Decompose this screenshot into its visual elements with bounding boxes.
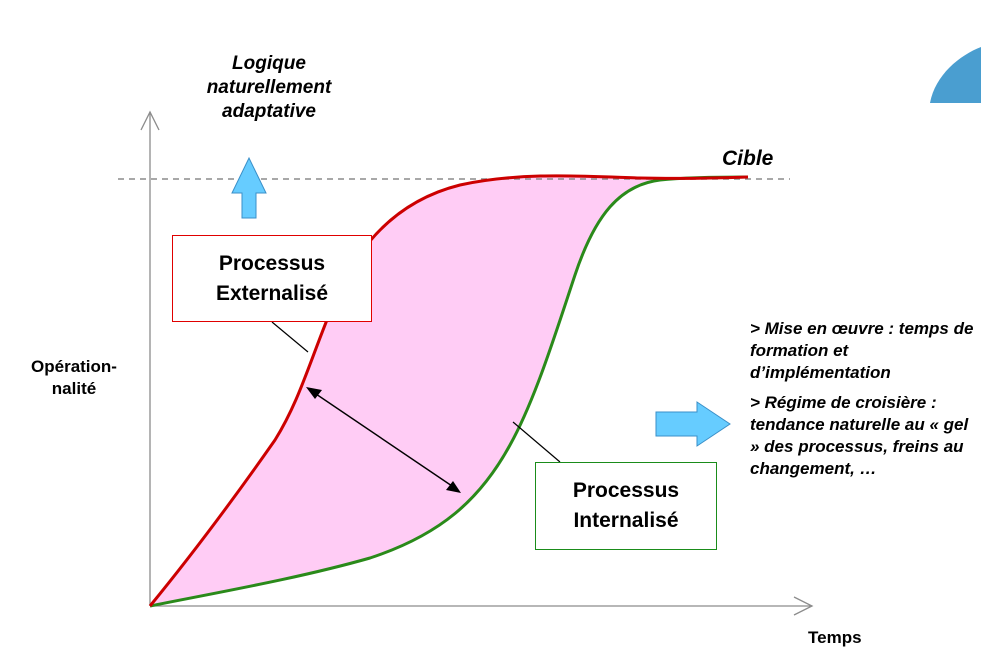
target-label: Cible [722,147,774,170]
right-arrow-icon [655,401,731,447]
logic-label: Logique naturellement adaptative [206,53,332,122]
up-arrow-icon [231,156,267,219]
gap-area [150,175,748,607]
internal-process-label: Processus Internalisé [572,479,680,532]
internal-curve [149,175,749,608]
external-process-box: Processus Externalisé [172,235,372,322]
x-axis-arrowhead [793,596,814,616]
note-cruise-regime: > Régime de croisière : tendance naturel… [750,393,969,478]
note-implementation: > Mise en œuvre : temps de formation et … [750,319,974,382]
double-arrow-icon [306,387,461,493]
y-axis-arrowhead [140,110,160,131]
external-process-label: Processus Externalisé [215,251,329,305]
internal-connector [512,421,561,463]
y-axis-label: Opération-nalité [31,357,117,398]
external-connector [271,321,309,353]
internal-process-box: Processus Internalisé [535,462,717,550]
x-axis-label: Temps [808,628,862,647]
corner-shape-icon [930,47,981,103]
